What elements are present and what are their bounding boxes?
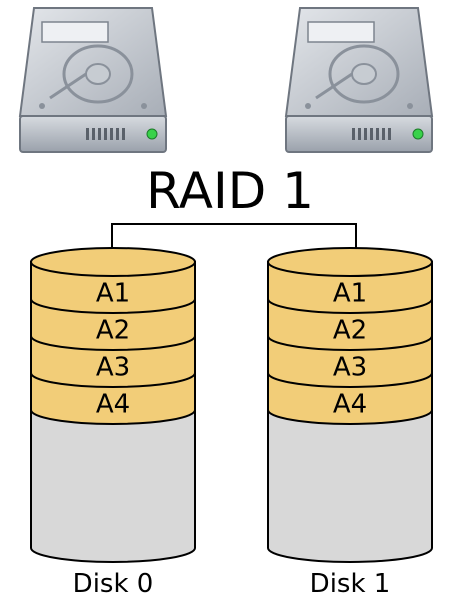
disk-free-space [30, 409, 196, 563]
disk-label: Disk 1 [310, 569, 391, 596]
data-block-label: A1 [333, 279, 367, 309]
data-block-label: A2 [333, 316, 367, 346]
data-block-label: A3 [333, 353, 367, 383]
data-block-label: A2 [96, 316, 130, 346]
disk-free-space [267, 409, 433, 563]
data-block-label: A3 [96, 353, 130, 383]
diagram-title: RAID 1 [146, 162, 314, 220]
hard-drive-icon [18, 7, 168, 153]
data-block-label: A1 [96, 279, 130, 309]
mirror-connector [111, 223, 357, 258]
hard-drive-icon [284, 7, 434, 153]
disk-top-cap [267, 247, 433, 277]
disk-top-cap [30, 247, 196, 277]
disk-label: Disk 0 [73, 569, 154, 596]
data-block-label: A4 [96, 390, 130, 420]
data-block-label: A4 [333, 390, 367, 420]
